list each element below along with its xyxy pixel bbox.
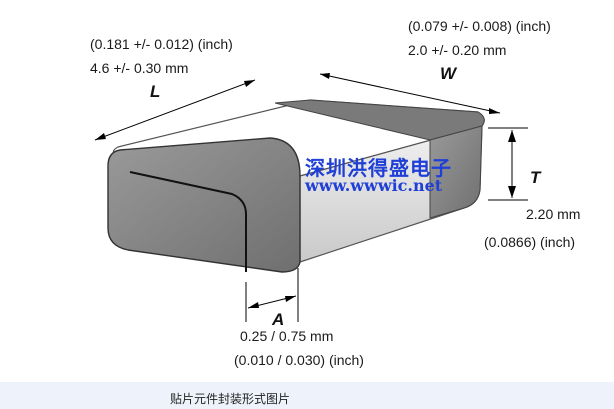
length-inch-label: (0.181 +/- 0.012) (inch) bbox=[90, 36, 233, 52]
figure-caption: 贴片元件封装形式图片 bbox=[170, 392, 291, 406]
length-arrow-right bbox=[244, 80, 255, 87]
width-arrow-right bbox=[489, 108, 500, 114]
length-symbol: L bbox=[150, 82, 161, 101]
termination-arrow-right bbox=[285, 296, 296, 302]
width-dimension-line bbox=[319, 73, 501, 114]
left-terminal-inner-edge bbox=[129, 171, 247, 272]
termination-inch-label: (0.010 / 0.030) (inch) bbox=[234, 352, 364, 368]
thickness-mm-label: 2.20 mm bbox=[526, 206, 581, 222]
width-mm-label: 2.0 +/- 0.20 mm bbox=[408, 42, 507, 58]
right-terminal-front bbox=[429, 125, 483, 219]
thickness-symbol: T bbox=[530, 168, 541, 187]
termination-symbol: A bbox=[272, 310, 285, 329]
thickness-arrow-bottom bbox=[508, 186, 516, 198]
length-arrow-left bbox=[95, 133, 106, 140]
termination-mm-label: 0.25 / 0.75 mm bbox=[240, 328, 334, 344]
watermark-company: 深圳洪得盛电子 bbox=[305, 156, 452, 180]
caption-bar bbox=[0, 382, 614, 409]
left-terminal bbox=[107, 137, 301, 273]
width-symbol: W bbox=[440, 64, 457, 83]
termination-arrow-left bbox=[248, 302, 259, 308]
thickness-arrow-top bbox=[508, 130, 516, 142]
length-mm-label: 4.6 +/- 0.30 mm bbox=[90, 60, 189, 76]
watermark-url: www.wwwic.net bbox=[305, 176, 443, 195]
thickness-inch-label: (0.0866) (inch) bbox=[484, 234, 576, 250]
width-arrow-left bbox=[320, 73, 330, 79]
length-dimension-line bbox=[94, 79, 256, 141]
width-inch-label: (0.079 +/- 0.008) (inch) bbox=[408, 18, 551, 34]
